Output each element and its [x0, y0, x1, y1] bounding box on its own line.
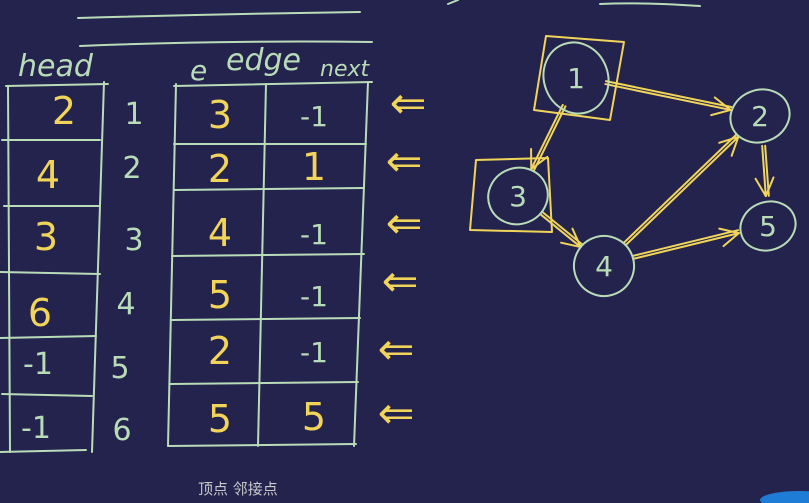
graph-edge [631, 227, 740, 260]
graph-diagram: 1 2 3 4 5 [469, 35, 797, 297]
index-label: 4 [116, 287, 135, 322]
head-cell: -1 [23, 347, 53, 382]
edge-header: edge [226, 43, 301, 78]
graph-node-label: 5 [759, 210, 777, 243]
edge-table [167, 81, 373, 447]
index-label: 2 [122, 151, 141, 186]
pointer-arrow: ⇐ [386, 198, 423, 249]
edge-cell: 3 [208, 93, 232, 137]
corner-accent-shape [760, 491, 809, 503]
graph-node-label: 3 [509, 180, 527, 213]
edge-cell: 4 [208, 211, 232, 255]
next-cell: 5 [302, 395, 326, 439]
highlight-box-node-1 [533, 35, 625, 121]
edge-cell: 2 [208, 147, 232, 191]
edge-cell: 2 [208, 329, 232, 373]
graph-node-1: 1 [542, 41, 610, 115]
head-cell: 3 [34, 215, 58, 259]
head-cell: 2 [52, 89, 76, 133]
index-label: 3 [124, 223, 143, 258]
edge-values: 3 -1 2 1 4 -1 5 -1 2 -1 5 5 [208, 93, 328, 441]
next-cell: 1 [302, 145, 326, 189]
pointer-arrow: ⇐ [378, 388, 415, 439]
head-cell: -1 [21, 411, 51, 446]
index-column: 1 2 3 4 5 6 [110, 97, 143, 448]
graph-node-label: 4 [595, 250, 613, 283]
head-cell: 4 [36, 153, 60, 197]
next-cell: -1 [300, 336, 328, 369]
index-label: 1 [124, 97, 143, 132]
graph-node-2: 2 [729, 88, 791, 144]
pointer-arrow: ⇐ [386, 136, 423, 187]
head-table [0, 81, 109, 453]
pointer-arrows: ⇐ ⇐ ⇐ ⇐ ⇐ ⇐ [378, 78, 427, 439]
head-cell: 6 [28, 291, 52, 335]
graph-node-label: 2 [751, 100, 769, 133]
head-values: 2 4 3 6 -1 -1 [21, 89, 76, 446]
graph-edge [604, 80, 733, 117]
next-cell: -1 [300, 280, 328, 313]
graph-node-5: 5 [739, 200, 797, 252]
pointer-arrow: ⇐ [382, 256, 419, 307]
edge-cell: 5 [208, 273, 232, 317]
highlight-box-node-3 [469, 157, 553, 233]
e-header: e [190, 54, 207, 87]
next-cell: -1 [300, 218, 328, 251]
graph-node-4: 4 [573, 235, 635, 297]
top-edge-strokes [77, 0, 701, 47]
index-label: 6 [112, 413, 131, 448]
edge-cell: 5 [208, 397, 232, 441]
next-cell: -1 [300, 100, 328, 133]
footer-note: 顶点 邻接点 [198, 480, 278, 498]
index-label: 5 [110, 351, 129, 386]
graph-edge [530, 103, 567, 172]
graph-edge [754, 144, 775, 198]
head-header: head [18, 49, 94, 84]
graph-node-label: 1 [567, 62, 585, 95]
graph-node-3: 3 [487, 166, 549, 226]
pointer-arrow: ⇐ [390, 78, 427, 129]
next-header: next [320, 57, 370, 82]
pointer-arrow: ⇐ [378, 324, 415, 375]
graph-edge [540, 211, 584, 249]
